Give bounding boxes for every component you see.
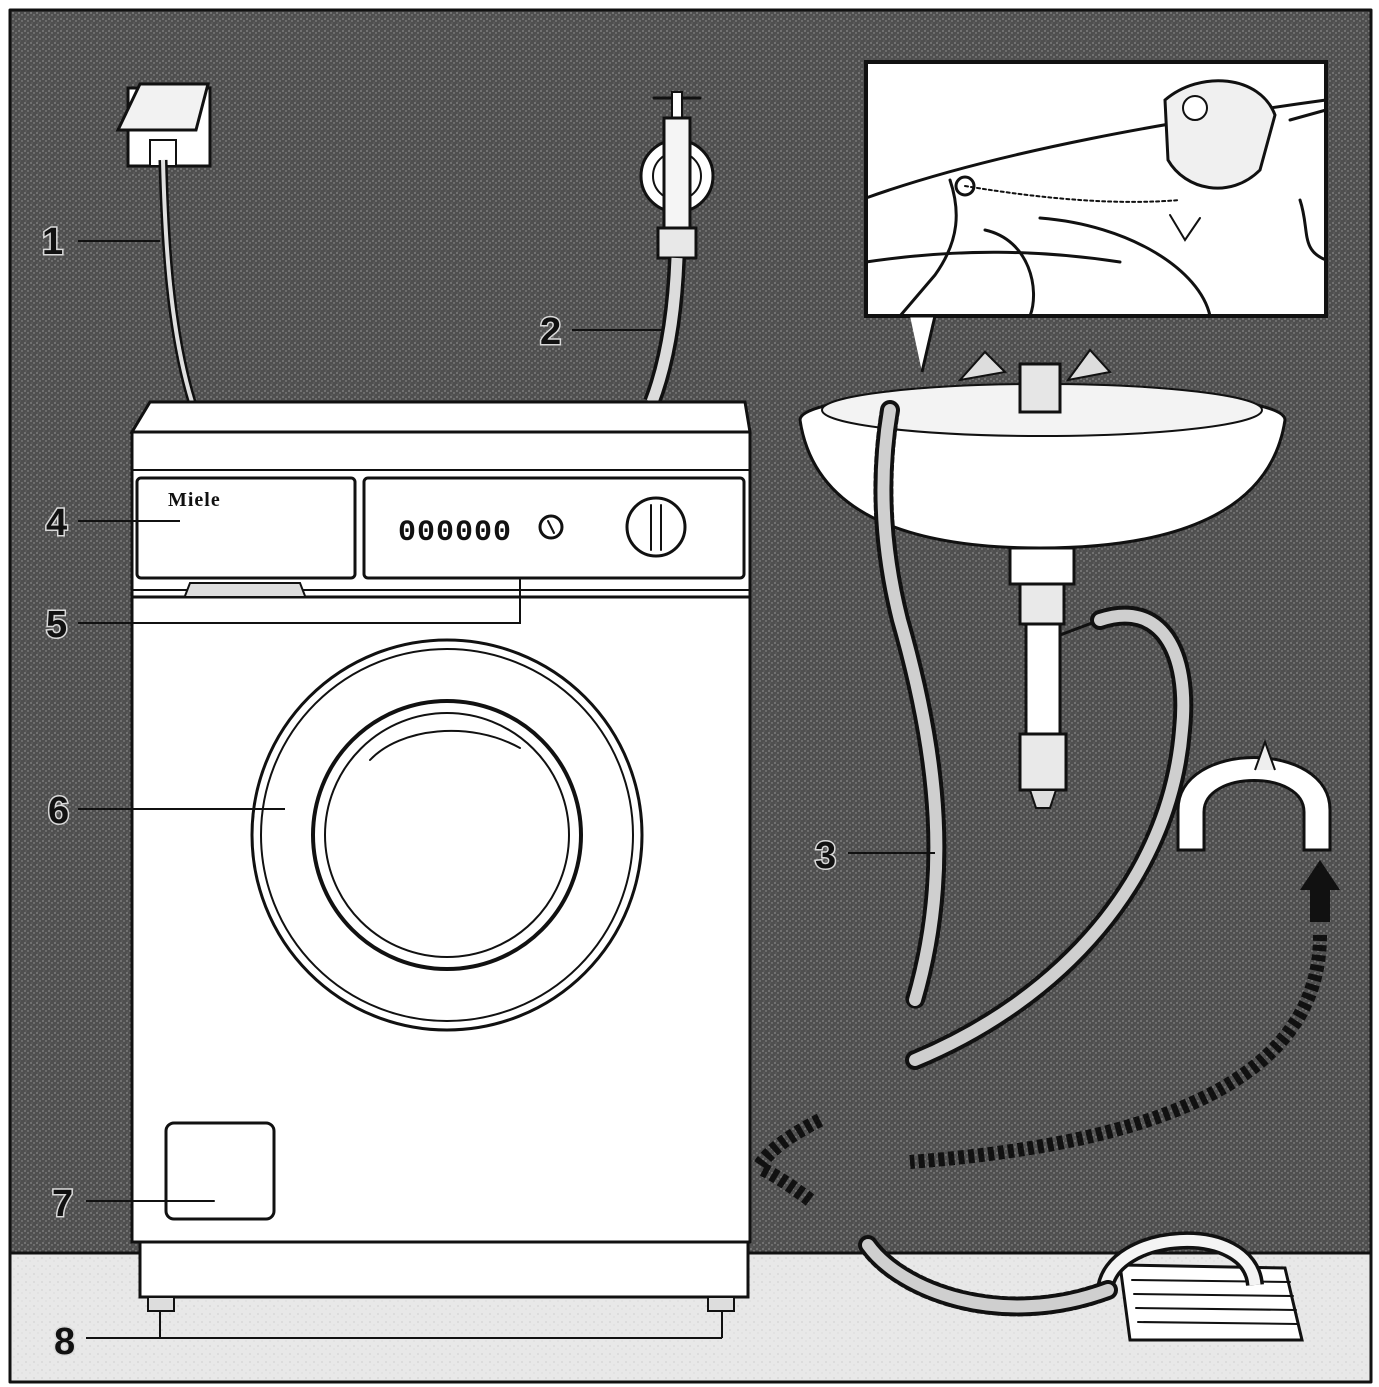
frame: [8, 8, 1373, 1384]
floor-drain: [1096, 1231, 1304, 1342]
callout-1: 1: [42, 221, 63, 263]
detail-inset: [864, 60, 1328, 318]
water-tap-icon: [639, 91, 715, 260]
callout-6: 6: [48, 790, 69, 832]
service-flap: [164, 1121, 276, 1221]
callout-5: 5: [46, 604, 67, 646]
callout-3: 3: [815, 835, 836, 877]
up-arrow-icon: [1300, 860, 1340, 922]
power-socket-icon: [115, 82, 212, 168]
control-panel: [362, 476, 746, 580]
callout-4: 4: [46, 502, 67, 544]
callout-7: 7: [52, 1183, 73, 1225]
display-digits: 000000: [398, 516, 512, 550]
detergent-drawer: [135, 476, 357, 597]
program-dial: [625, 496, 687, 558]
leader-8: [86, 1311, 723, 1339]
sink: [798, 348, 1287, 809]
callout-8: 8: [54, 1321, 75, 1363]
leader-5: [78, 578, 521, 624]
callout-2: 2: [540, 311, 561, 353]
drain-hose-coil: [909, 934, 1327, 1169]
porthole-door: [250, 638, 644, 1032]
hose-guide-hook: [1176, 739, 1332, 852]
brand-logo-text: Miele: [168, 489, 221, 511]
